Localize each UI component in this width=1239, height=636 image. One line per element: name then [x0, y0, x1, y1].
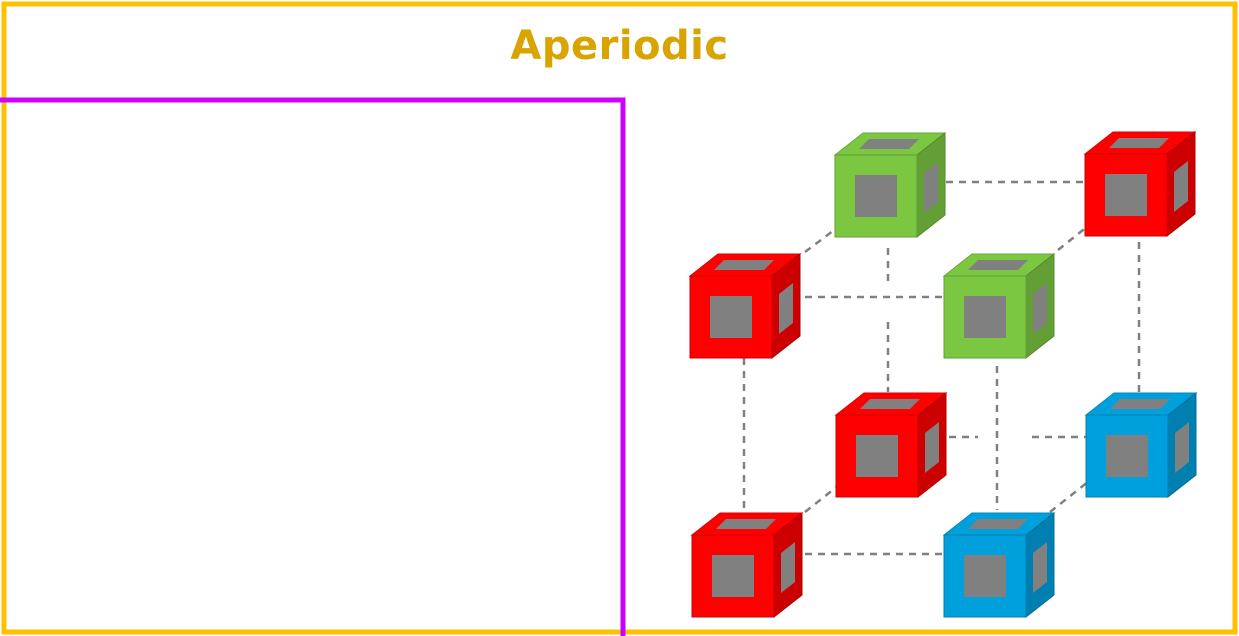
cube-top-inset [860, 399, 920, 409]
cube-top-inset [1110, 399, 1170, 409]
cube-front-inset [710, 296, 752, 338]
cube-front-inset [855, 175, 897, 217]
cube-back-top-left [833, 131, 947, 239]
cube-top-inset [1109, 138, 1169, 148]
cube-front-inset [1106, 435, 1148, 477]
cube-side-inset [924, 162, 938, 213]
cube-front-inset [964, 555, 1006, 597]
cube-top-inset [716, 519, 776, 529]
cube-side-inset [1174, 161, 1188, 212]
diagram-title: Aperiodic [510, 23, 729, 69]
cube-side-inset [925, 422, 939, 473]
cube-back-bottom-right [1084, 391, 1198, 499]
cube-front-top-right [942, 252, 1056, 360]
lattice-lines [742, 180, 1141, 556]
cube-top-inset [714, 260, 774, 270]
cube-back-bottom-left [834, 391, 948, 499]
cube-side-inset [1033, 283, 1047, 334]
cube-back-top-right [1083, 130, 1197, 238]
cube-front-inset [712, 555, 754, 597]
cube-front-bottom-right [942, 511, 1056, 619]
cube-side-inset [781, 542, 795, 593]
lattice-cubes [688, 130, 1198, 619]
cube-top-inset [859, 139, 919, 149]
cube-front-inset [1105, 174, 1147, 216]
purple-panel-outline [0, 97, 626, 636]
cube-side-inset [779, 283, 793, 334]
cube-side-inset [1175, 422, 1189, 473]
cube-front-bottom-left [690, 511, 804, 619]
cube-front-top-left [688, 252, 802, 360]
cube-top-inset [968, 519, 1028, 529]
cube-front-inset [856, 435, 898, 477]
cube-front-inset [964, 296, 1006, 338]
cube-top-inset [968, 260, 1028, 270]
cube-side-inset [1033, 542, 1047, 593]
